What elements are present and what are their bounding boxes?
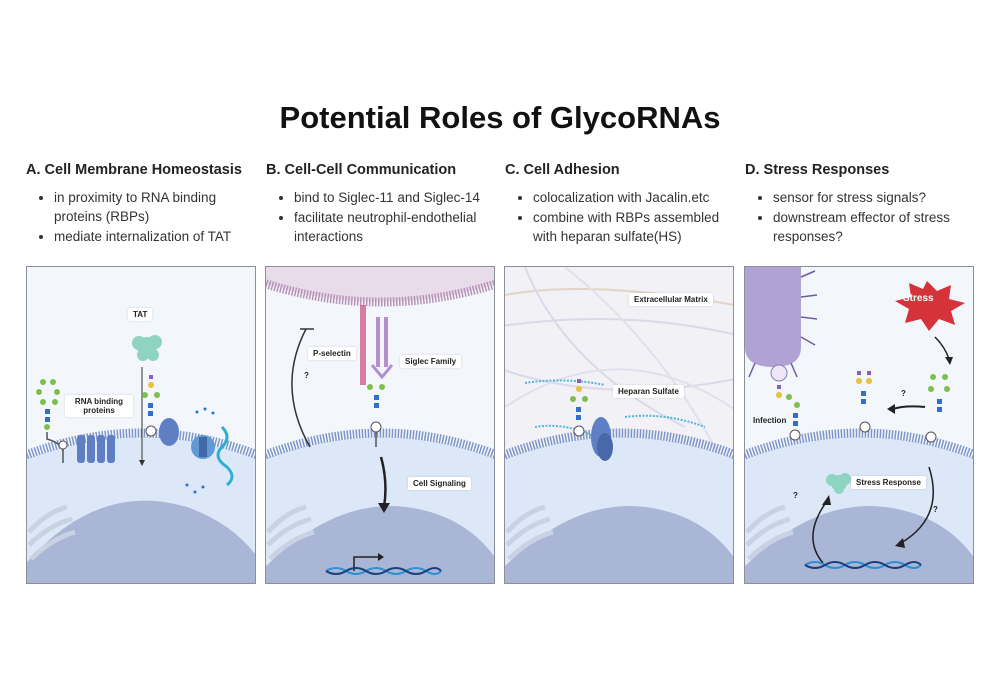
panel-cell-adhesion: Extracellular Matrix Heparan Sulfate: [504, 266, 734, 584]
rbp-cluster: [591, 417, 613, 461]
panel-c-illustration: [505, 267, 733, 583]
rna-strand: [216, 425, 234, 487]
nucleus: [27, 500, 255, 583]
arrowhead-icon: [378, 553, 384, 561]
arrowhead-icon: [378, 503, 390, 513]
section-a-bullet: mediate internalization of TAT: [54, 227, 258, 246]
section-a-heading: A. Cell Membrane Homeostasis: [26, 162, 242, 178]
label-stress-response: Stress Response: [851, 476, 926, 489]
section-a-bullet: in proximity to RNA binding proteins (RB…: [54, 188, 258, 226]
rbp-cluster: [159, 418, 215, 459]
glycorna-center: [142, 375, 160, 437]
label-question-3: ?: [933, 505, 938, 514]
arrowhead-icon: [139, 460, 145, 466]
label-extracellular-matrix: Extracellular Matrix: [629, 293, 713, 306]
label-question-2: ?: [793, 491, 798, 500]
section-b-text: B. Cell-Cell Communication bind to Sigle…: [266, 162, 498, 247]
cell-membrane: [745, 428, 973, 460]
section-a-text: A. Cell Membrane Homeostasis in proximit…: [26, 162, 258, 247]
label-stress: Stress: [903, 293, 934, 304]
response-arrow: [900, 466, 934, 544]
section-c-text: C. Cell Adhesion colocalization with Jac…: [505, 162, 737, 247]
section-c-bullet: combine with RBPs assembled with heparan…: [533, 208, 737, 246]
golgi: [745, 504, 794, 561]
section-d-bullets: sensor for stress signals? downstream ef…: [745, 188, 977, 246]
panel-b-illustration: [266, 267, 494, 583]
tat-fragments: [185, 407, 215, 494]
arrowhead-icon: [822, 495, 831, 505]
section-d-heading: D. Stress Responses: [745, 162, 890, 178]
p-selectin-protein: [360, 305, 366, 385]
bacterium: [745, 267, 801, 367]
panel-stress-responses: Stress Infection Stress Response ? ? ?: [744, 266, 974, 584]
transcription-start-icon: [353, 556, 380, 571]
golgi: [27, 504, 76, 561]
section-b-bullet: facilitate neutrophil-endothelial intera…: [294, 208, 498, 246]
glycorna: [570, 379, 588, 437]
endothelial-membrane: [266, 428, 494, 460]
arrowhead-icon: [945, 357, 953, 365]
panel-a-illustration: [27, 335, 255, 583]
section-c-bullet: colocalization with Jacalin.etc: [533, 188, 737, 207]
stress-burst-icon: [895, 281, 965, 331]
feedback-arrow: [812, 500, 828, 564]
arrowhead-icon: [895, 538, 905, 548]
section-a-bullets: in proximity to RNA binding proteins (RB…: [26, 188, 258, 246]
panel-membrane-homeostasis: TAT RNA binding proteins: [26, 266, 256, 584]
nucleus: [266, 506, 494, 583]
dna-strand-icon: [325, 567, 442, 575]
signaling-arrow: [379, 456, 387, 508]
neutrophil-membrane: [266, 279, 494, 307]
stress-response-protein: [826, 473, 851, 494]
section-c-bullets: colocalization with Jacalin.etc combine …: [505, 188, 737, 246]
label-question: ?: [304, 371, 309, 380]
nucleus: [505, 506, 733, 583]
label-siglec-family: Siglec Family: [400, 355, 462, 368]
section-d-text: D. Stress Responses sensor for stress si…: [745, 162, 977, 247]
sensing-arrow: [892, 405, 926, 410]
dna-strand-icon: [804, 561, 922, 569]
inhibition-arrow: [291, 328, 311, 448]
golgi: [266, 504, 315, 561]
section-b-heading: B. Cell-Cell Communication: [266, 162, 457, 178]
golgi: [505, 504, 554, 561]
label-tat: TAT: [128, 308, 153, 321]
label-infection: Infection: [753, 416, 787, 425]
section-b-bullets: bind to Siglec-11 and Siglec-14 facilita…: [266, 188, 498, 246]
glycorna-center: [856, 371, 872, 433]
tat-peptide: [132, 335, 162, 361]
page-title: Potential Roles of GlycoRNAs: [279, 100, 721, 135]
label-heparan-sulfate: Heparan Sulfate: [613, 385, 684, 398]
glycorna-infection: [770, 364, 801, 441]
panel-cell-communication: P-selectin Siglec Family Cell Signaling …: [265, 266, 495, 584]
section-d-bullet: downstream effector of stress responses?: [773, 208, 977, 246]
label-p-selectin: P-selectin: [308, 347, 356, 360]
panel-d-illustration: [745, 267, 973, 583]
rbp-transmembrane: [77, 435, 115, 463]
label-question-1: ?: [901, 389, 906, 398]
cell-membrane: [505, 428, 733, 460]
arrowhead-icon: [887, 404, 895, 414]
bacterium-flagella: [748, 270, 818, 378]
glycorna-left: [36, 379, 68, 463]
label-rna-binding-proteins: RNA binding proteins: [65, 395, 133, 417]
glycorna: [367, 384, 385, 447]
section-b-bullet: bind to Siglec-11 and Siglec-14: [294, 188, 498, 207]
section-c-heading: C. Cell Adhesion: [505, 162, 620, 178]
siglec-receptor: [370, 317, 394, 380]
nucleus: [745, 506, 973, 583]
section-d-bullet: sensor for stress signals?: [773, 188, 977, 207]
glycorna-right: [925, 374, 950, 443]
heparan-sulfate-chain: [524, 379, 606, 386]
stress-arrow: [934, 336, 950, 360]
label-cell-signaling: Cell Signaling: [408, 477, 471, 490]
heparan-sulfate-chain-3: [624, 414, 706, 428]
